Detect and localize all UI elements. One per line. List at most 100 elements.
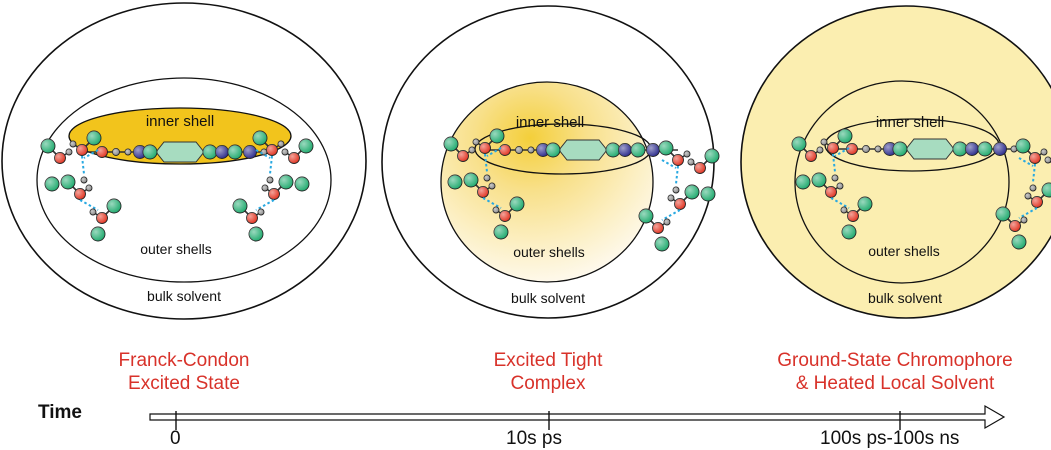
chromophore-atom-shine bbox=[893, 142, 907, 156]
oxygen-atom-shine bbox=[1029, 152, 1041, 164]
oxygen-atom-shine bbox=[54, 152, 66, 164]
outer-shells-label: outer shells bbox=[140, 241, 212, 257]
bulk-solvent-label: bulk solvent bbox=[511, 290, 585, 306]
hydrogen-atom-shine bbox=[684, 151, 690, 157]
aromatic-ring bbox=[558, 139, 608, 161]
hydrogen-bond bbox=[675, 165, 679, 185]
panel-franck-condon: inner shell outer shells bulk solvent bbox=[1, 2, 367, 320]
oxygen-atom-shine bbox=[694, 162, 706, 174]
hydrogen-atom-shine bbox=[484, 175, 490, 181]
hydrogen-atom-shine bbox=[70, 141, 76, 147]
chromophore-atom-shine bbox=[228, 145, 242, 159]
methyl-atom-shine bbox=[87, 131, 101, 145]
chromophore-atom-shine bbox=[875, 146, 881, 152]
oxygen-atom-shine bbox=[288, 152, 300, 164]
chromophore-atom-shine bbox=[862, 145, 870, 153]
solvent-cluster-left bbox=[791, 128, 873, 240]
chromophore-atom-shine bbox=[133, 145, 147, 159]
panel-excited-tight-complex: inner shell outer shells bulk solvent bbox=[381, 5, 720, 319]
stage-caption-franck-condon: Franck-Condon Excited State bbox=[34, 349, 334, 395]
panel-ground-state-heated: inner shell outer shells bulk solvent bbox=[740, 5, 1051, 319]
aromatic-ring bbox=[155, 141, 205, 163]
aromatic-ring bbox=[905, 138, 955, 160]
oxygen-atom-shine bbox=[76, 144, 88, 156]
chromophore-atom-shine bbox=[606, 143, 620, 157]
timeline-arrow bbox=[149, 404, 1006, 430]
methyl-atom-shine bbox=[249, 227, 263, 241]
hydrogen-bond bbox=[661, 209, 681, 221]
hydrogen-atom-shine bbox=[841, 207, 847, 213]
oxygen-atom-shine bbox=[825, 186, 837, 198]
methyl-atom-shine bbox=[1012, 235, 1026, 249]
oxygen-atom-shine bbox=[652, 222, 664, 234]
chromophore-atom-shine bbox=[631, 143, 645, 157]
solvent-cluster-left bbox=[443, 128, 525, 240]
oxygen-atom-shine bbox=[847, 210, 859, 222]
stage-caption-excited-tight: Excited Tight Complex bbox=[398, 349, 698, 395]
hydrogen-atom-shine bbox=[1021, 217, 1027, 223]
solvent-cluster-right bbox=[232, 130, 314, 242]
oxygen-atom-shine bbox=[1031, 196, 1043, 208]
methyl-atom-shine bbox=[299, 139, 313, 153]
methyl-atom-shine bbox=[253, 131, 267, 145]
solvent-cluster-right bbox=[995, 138, 1051, 250]
hydrogen-bond bbox=[484, 153, 488, 173]
chromophore-molecule bbox=[85, 141, 275, 163]
chromophore-atom-shine bbox=[215, 145, 229, 159]
chromophore-atom-shine bbox=[993, 142, 1007, 156]
oxygen-atom-shine bbox=[266, 144, 278, 156]
hydrogen-atom-shine bbox=[278, 141, 284, 147]
oxygen-atom-shine bbox=[246, 212, 258, 224]
hydrogen-bond bbox=[830, 197, 850, 209]
stage-caption-line: Franck-Condon bbox=[118, 350, 250, 371]
chromophore-atom-shine bbox=[96, 146, 108, 158]
chromophore-atom-shine bbox=[1011, 146, 1017, 152]
hydrogen-atom-shine bbox=[262, 185, 268, 191]
methyl-atom-shine bbox=[796, 175, 810, 189]
methyl-atom-shine bbox=[639, 209, 653, 223]
oxygen-atom-shine bbox=[827, 142, 839, 154]
hydrogen-atom-shine bbox=[668, 195, 674, 201]
chromophore-atom-shine bbox=[846, 143, 858, 155]
hydrogen-atom-shine bbox=[469, 147, 475, 153]
hydrogen-bond bbox=[482, 197, 502, 209]
hydrogen-atom-shine bbox=[90, 209, 96, 215]
methyl-atom-shine bbox=[1042, 183, 1051, 197]
hydrogen-atom-shine bbox=[66, 149, 72, 155]
methyl-atom-shine bbox=[295, 177, 309, 191]
hydrogen-bond bbox=[81, 155, 85, 175]
methyl-atom-shine bbox=[490, 129, 504, 143]
hydrogen-atom-shine bbox=[817, 147, 823, 153]
hydrogen-atom-shine bbox=[489, 183, 495, 189]
chromophore-atom-shine bbox=[883, 142, 897, 156]
stage-caption-line: Excited State bbox=[128, 373, 240, 394]
hydrogen-atom-shine bbox=[258, 209, 264, 215]
oxygen-atom-shine bbox=[674, 198, 686, 210]
hydrogen-atom-shine bbox=[473, 139, 479, 145]
inner-shell-label: inner shell bbox=[876, 114, 944, 131]
methyl-atom-shine bbox=[45, 177, 59, 191]
hydrogen-bond bbox=[269, 155, 273, 175]
methyl-atom-shine bbox=[233, 199, 247, 213]
hydrogen-bond bbox=[79, 199, 99, 211]
methyl-atom-shine bbox=[61, 175, 75, 189]
methyl-atom-shine bbox=[838, 129, 852, 143]
solvent-cluster-right bbox=[638, 140, 720, 252]
methyl-atom-shine bbox=[1016, 139, 1030, 153]
timeline bbox=[149, 404, 1006, 430]
stage-caption-line: Excited Tight bbox=[493, 350, 603, 371]
outer-shells-label: outer shells bbox=[513, 244, 585, 260]
hydrogen-bond bbox=[1018, 207, 1038, 219]
chromophore-atom-shine bbox=[528, 147, 534, 153]
hydrogen-atom-shine bbox=[837, 183, 843, 189]
methyl-atom-shine bbox=[41, 139, 55, 153]
oxygen-atom-shine bbox=[477, 186, 489, 198]
hydrogen-atom-shine bbox=[821, 139, 827, 145]
hydrogen-atom-shine bbox=[1030, 185, 1036, 191]
oxygen-atom-shine bbox=[96, 212, 108, 224]
methyl-atom-shine bbox=[858, 197, 872, 211]
chromophore-atom-shine bbox=[515, 146, 523, 154]
hydrogen-bond bbox=[1032, 163, 1036, 183]
oxygen-atom-shine bbox=[268, 188, 280, 200]
solvent-cluster-left bbox=[40, 130, 122, 242]
